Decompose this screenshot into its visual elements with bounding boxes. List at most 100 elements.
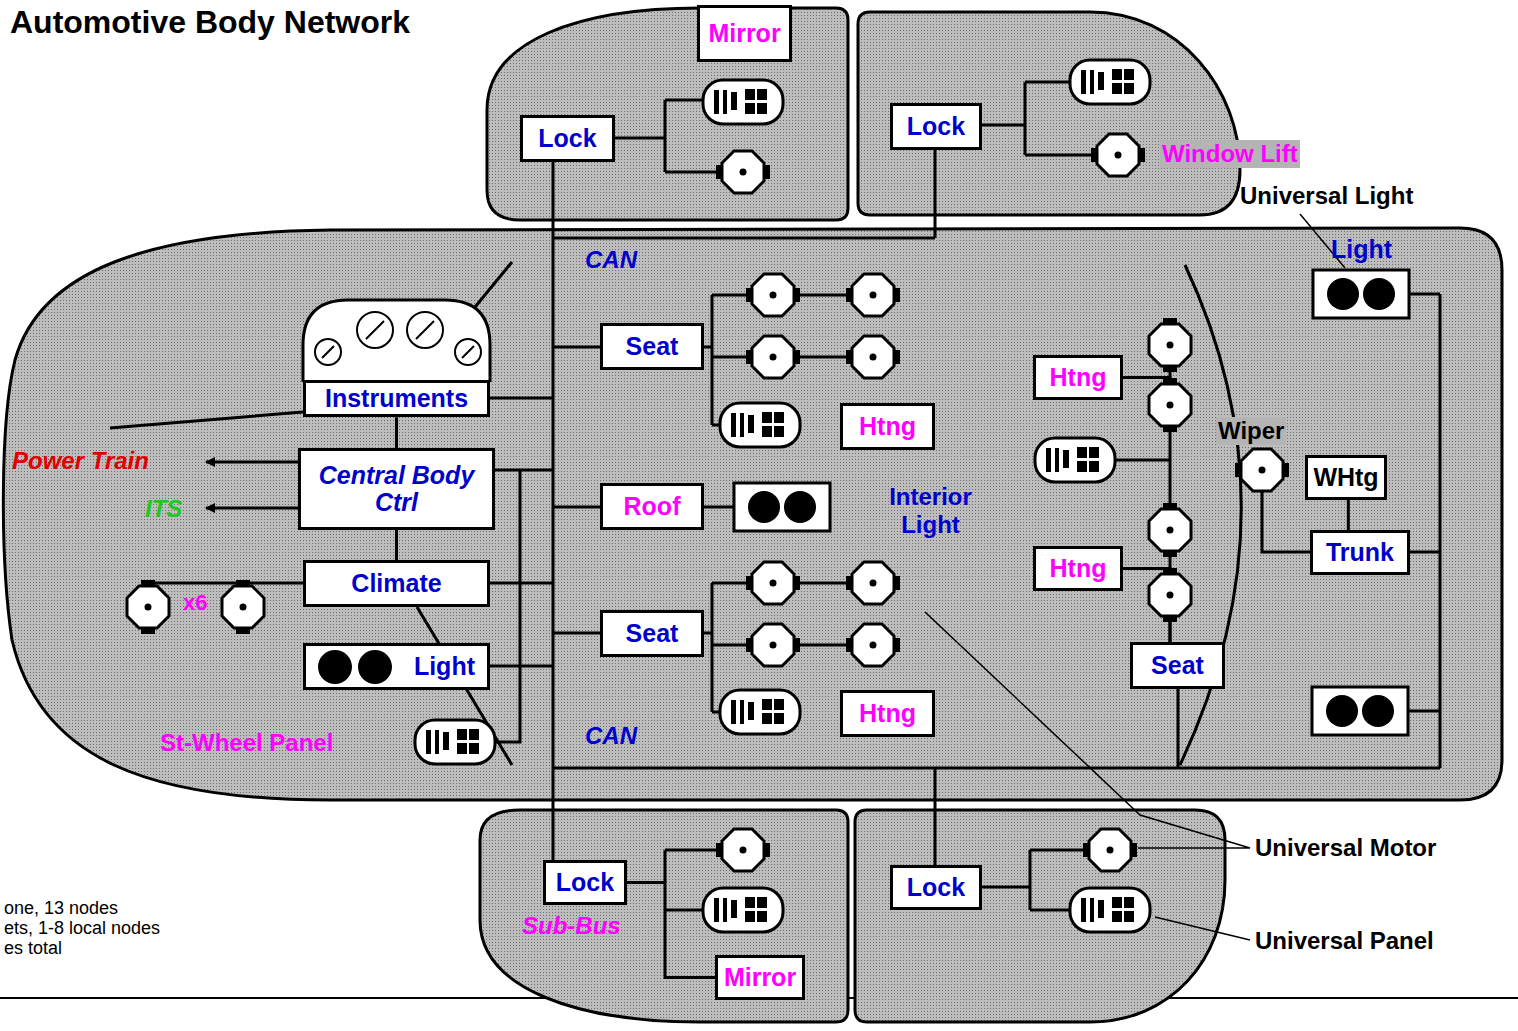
door-rear-left <box>858 12 1240 215</box>
annotation: Universal Light <box>1240 182 1413 210</box>
ecu-box: Htng <box>840 403 935 450</box>
annotation: St-Wheel Panel <box>160 729 333 757</box>
car-body <box>3 228 1502 800</box>
door-front-right <box>480 810 848 1022</box>
box-label: Seat <box>626 333 679 361</box>
box-label: Trunk <box>1326 539 1394 567</box>
annotation: CAN <box>585 722 637 750</box>
connector-wire <box>395 530 398 560</box>
ecu-box: Mirror <box>715 955 805 1000</box>
motor-symbol <box>1149 503 1191 557</box>
motor-symbol <box>716 829 770 871</box>
door-rear-right <box>855 810 1225 1022</box>
annotation: es total <box>4 938 62 959</box>
panel-symbol <box>1070 888 1150 932</box>
ecu-box: Seat <box>600 610 704 657</box>
panel-symbol <box>1070 60 1150 104</box>
motor-symbol <box>1091 134 1145 176</box>
panel-symbol <box>720 690 800 734</box>
box-label: Seat <box>1151 652 1204 680</box>
ecu-box: Lock <box>890 103 982 150</box>
panel-symbol <box>703 888 783 932</box>
box-label: Roof <box>624 493 681 521</box>
gauges <box>315 312 481 365</box>
ecu-box: Light <box>1313 236 1410 320</box>
ecu-box: Lock <box>520 115 615 162</box>
lamp-bulb <box>318 650 352 684</box>
connector-wire <box>1347 500 1350 530</box>
ecu-box: Light <box>303 643 490 690</box>
annotation: ITS <box>145 495 182 523</box>
output-arrow <box>206 461 303 464</box>
box-label: WHtg <box>1313 464 1378 492</box>
ecu-box: Lock <box>543 860 627 905</box>
motor-symbol <box>127 580 169 634</box>
motor-symbol <box>846 562 900 604</box>
box-label: Climate <box>351 570 441 598</box>
motor-symbol <box>846 274 900 316</box>
motor-symbol <box>1149 318 1191 372</box>
box-label: Htng <box>1050 364 1107 392</box>
ecu-box: Instruments <box>303 380 490 418</box>
panel-symbol <box>415 720 495 764</box>
box-label: Htng <box>859 700 916 728</box>
annotation: x6 <box>183 590 207 615</box>
lamp-symbol <box>1312 687 1408 735</box>
box-label: Seat <box>626 620 679 648</box>
box-label: Mirror <box>708 20 780 48</box>
ecu-box: Htng <box>840 690 935 737</box>
box-label: Lock <box>538 125 596 153</box>
connector-wire <box>395 417 398 448</box>
ecu-box: Trunk <box>1310 530 1410 575</box>
motor-symbol <box>746 562 800 604</box>
box-label: Htng <box>859 413 916 441</box>
door-front-left <box>487 8 848 220</box>
annotation: Power Train <box>12 447 149 475</box>
ecu-box: Roof <box>600 483 704 530</box>
motor-symbol <box>846 624 900 666</box>
panel-symbol <box>703 80 783 124</box>
annotation: CAN <box>585 246 637 274</box>
body-outline-line <box>110 262 1241 765</box>
ecu-box: WHtg <box>1305 455 1386 500</box>
annotation: ets, 1-8 local nodes <box>4 918 160 939</box>
motor-symbol <box>1149 378 1191 432</box>
leader-line <box>925 214 1345 940</box>
ecu-box: Climate <box>303 560 490 607</box>
motor-symbol <box>846 336 900 378</box>
motor-symbol <box>222 580 264 634</box>
panel-symbol <box>1035 438 1115 482</box>
box-label: Lock <box>907 113 965 141</box>
lamp-bulb <box>358 650 392 684</box>
ecu-box: Seat <box>600 323 704 370</box>
annotation: Universal Motor <box>1255 834 1436 862</box>
ecu-box: Seat <box>1130 642 1225 689</box>
ecu-box: Mirror <box>697 5 792 62</box>
motor-symbol <box>716 151 770 193</box>
annotation: Window Lift <box>1160 140 1300 168</box>
box-label: Lock <box>556 869 614 897</box>
connector-wire <box>627 883 715 978</box>
annotation: one, 13 nodes <box>4 898 118 919</box>
motor-symbol <box>1149 568 1191 622</box>
ecu-box: Lock <box>890 865 982 910</box>
output-arrow <box>206 507 303 510</box>
box-label: Light <box>414 653 475 681</box>
ecu-box: Central Body Ctrl <box>298 448 495 530</box>
box-label: Htng <box>1050 555 1107 583</box>
motor-symbol <box>1235 449 1289 491</box>
motor-symbol <box>746 336 800 378</box>
box-label: Light <box>1331 236 1392 264</box>
motor-symbol <box>1083 829 1137 871</box>
lamp-symbol <box>734 483 830 531</box>
box-label: Mirror <box>724 964 796 992</box>
annotation: Universal Panel <box>1255 927 1434 955</box>
gauge-needle <box>322 321 474 358</box>
annotation: Sub-Bus <box>522 912 621 940</box>
ecu-box: Htng <box>1033 546 1123 591</box>
bus-wiring <box>148 82 1440 910</box>
panel-symbol <box>720 403 800 447</box>
ecu-box: Htng <box>1033 355 1123 400</box>
lamp-symbol <box>1313 270 1409 318</box>
